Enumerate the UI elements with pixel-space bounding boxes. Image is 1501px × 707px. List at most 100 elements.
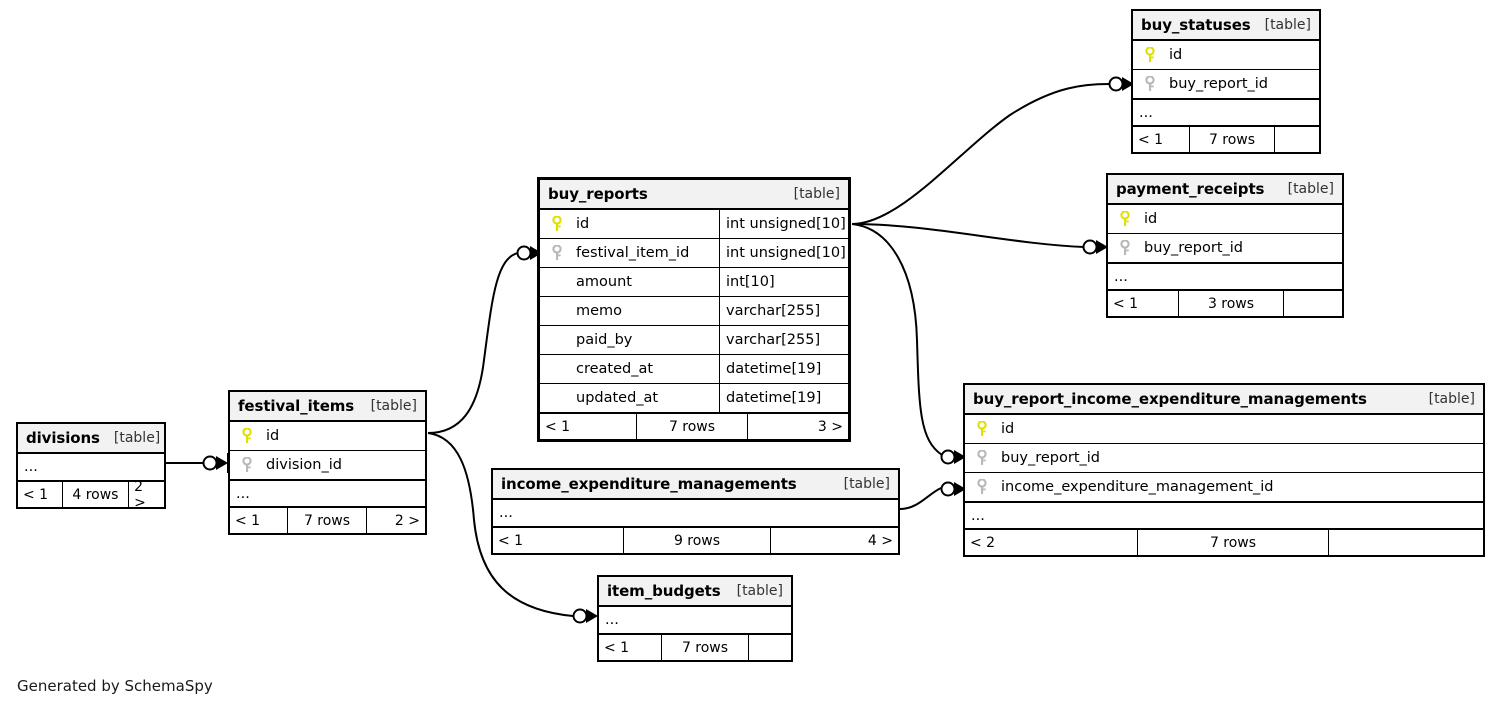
- table-title: payment_receipts: [1116, 180, 1265, 198]
- column-type: varchar[255]: [719, 297, 848, 325]
- edge-buy_reports-payment_receipts: [851, 223, 1085, 248]
- foreign-key-icon: [971, 479, 993, 495]
- foreign-key-icon: [971, 450, 993, 466]
- table-title: divisions: [26, 429, 100, 447]
- table-row[interactable]: paid_by varchar[255]: [540, 326, 848, 355]
- table-row[interactable]: created_at datetime[19]: [540, 355, 848, 384]
- footer-children[interactable]: 3 >: [817, 418, 843, 435]
- edge-buy_reports-buy_statuses: [851, 83, 1110, 225]
- table-row[interactable]: id: [1108, 205, 1342, 234]
- column-name: id: [1144, 211, 1158, 227]
- table-income_expenditure_managements[interactable]: income_expenditure_managements [table] .…: [491, 468, 900, 555]
- table-row[interactable]: id: [1133, 41, 1319, 70]
- footer-children[interactable]: 4 >: [867, 532, 893, 549]
- more-columns-ellipsis: ...: [230, 480, 425, 507]
- column-name: buy_report_id: [1169, 76, 1268, 92]
- footer-children[interactable]: 2 >: [134, 482, 146, 507]
- table-title: festival_items: [238, 397, 355, 415]
- table-divisions[interactable]: divisions [table] ... < 1 4 rows 2 >: [16, 422, 166, 509]
- footer-children[interactable]: [749, 635, 791, 660]
- table-row[interactable]: buy_report_id: [1133, 70, 1319, 99]
- table-tag: [table]: [1287, 181, 1334, 197]
- table-tag: [table]: [113, 430, 161, 446]
- footer-parents[interactable]: < 1: [604, 639, 630, 656]
- table-footer: < 1 9 rows 4 >: [493, 527, 898, 553]
- edge-iem-brieme: [899, 487, 942, 510]
- edge-festival_items-buy_reports: [427, 252, 519, 434]
- column-name: id: [1169, 47, 1183, 63]
- table-header: divisions [table]: [18, 424, 164, 454]
- more-columns-ellipsis: ...: [599, 607, 791, 634]
- footer-rows: 3 rows: [1178, 291, 1284, 316]
- footer-rows: 4 rows: [61, 482, 130, 507]
- table-tag: [table]: [736, 583, 783, 599]
- footer-parents[interactable]: < 1: [545, 418, 571, 435]
- footer-rows: 7 rows: [636, 414, 748, 439]
- footer-children[interactable]: [1275, 127, 1319, 152]
- footer-rows: 7 rows: [1189, 127, 1275, 152]
- footer-parents[interactable]: < 1: [498, 532, 524, 549]
- foreign-key-icon: [1139, 76, 1161, 92]
- foreign-key-icon: [236, 457, 258, 473]
- foreign-key-icon: [1114, 240, 1136, 256]
- table-row[interactable]: id: [230, 422, 425, 451]
- table-header: item_budgets [table]: [599, 577, 791, 607]
- column-type: varchar[255]: [719, 326, 848, 354]
- table-payment_receipts[interactable]: payment_receipts [table] id buy_report_i…: [1106, 173, 1344, 318]
- column-type: int[10]: [719, 268, 848, 296]
- footer-children[interactable]: [1284, 291, 1342, 316]
- table-row[interactable]: memo varchar[255]: [540, 297, 848, 326]
- column-name: id: [1001, 421, 1015, 437]
- footer-rows: 7 rows: [287, 508, 367, 533]
- column-name: festival_item_id: [576, 245, 690, 261]
- column-type: int unsigned[10]: [719, 210, 848, 238]
- footer-children[interactable]: 2 >: [394, 512, 420, 529]
- table-header: festival_items [table]: [230, 392, 425, 422]
- footer-parents[interactable]: < 2: [970, 534, 996, 551]
- footer-parents[interactable]: < 1: [23, 486, 49, 503]
- footer-rows: 7 rows: [1137, 530, 1329, 555]
- table-tag: [table]: [1428, 391, 1475, 407]
- table-footer: < 1 3 rows: [1108, 290, 1342, 316]
- table-buy_report_income_expenditure_managements[interactable]: buy_report_income_expenditure_management…: [963, 383, 1485, 557]
- table-festival_items[interactable]: festival_items [table] id division_id ..…: [228, 390, 427, 535]
- footer-parents[interactable]: < 1: [235, 512, 261, 529]
- more-columns-ellipsis: ...: [18, 454, 164, 481]
- table-row[interactable]: division_id: [230, 451, 425, 480]
- primary-key-icon: [971, 421, 993, 437]
- primary-key-icon: [236, 428, 258, 444]
- table-footer: < 1 4 rows 2 >: [18, 481, 164, 507]
- table-row[interactable]: income_expenditure_management_id: [965, 473, 1483, 502]
- table-row[interactable]: amount int[10]: [540, 268, 848, 297]
- table-row[interactable]: buy_report_id: [1108, 234, 1342, 263]
- column-name: amount: [576, 274, 632, 290]
- table-title: income_expenditure_managements: [501, 475, 797, 493]
- table-header: buy_report_income_expenditure_management…: [965, 385, 1483, 415]
- column-name: paid_by: [576, 332, 633, 348]
- table-row[interactable]: buy_report_id: [965, 444, 1483, 473]
- column-name: income_expenditure_management_id: [1001, 479, 1274, 495]
- table-row[interactable]: id: [965, 415, 1483, 444]
- table-header: buy_reports [table]: [540, 180, 848, 210]
- column-type: datetime[19]: [719, 355, 848, 383]
- edge-buy_reports-brieme: [851, 223, 943, 456]
- column-name: buy_report_id: [1001, 450, 1100, 466]
- table-row[interactable]: id int unsigned[10]: [540, 210, 848, 239]
- table-row[interactable]: updated_at datetime[19]: [540, 384, 848, 413]
- table-footer: < 1 7 rows: [1133, 126, 1319, 152]
- more-columns-ellipsis: ...: [1108, 263, 1342, 290]
- footer-parents[interactable]: < 1: [1113, 295, 1139, 312]
- more-columns-ellipsis: ...: [493, 500, 898, 527]
- table-footer: < 1 7 rows: [599, 634, 791, 660]
- table-tag: [table]: [370, 398, 417, 414]
- table-item_budgets[interactable]: item_budgets [table] ... < 1 7 rows: [597, 575, 793, 662]
- footer-children[interactable]: [1329, 530, 1483, 555]
- more-columns-ellipsis: ...: [1133, 99, 1319, 126]
- table-buy_statuses[interactable]: buy_statuses [table] id buy_report_id ..…: [1131, 9, 1321, 154]
- table-row[interactable]: festival_item_id int unsigned[10]: [540, 239, 848, 268]
- table-buy_reports[interactable]: buy_reports [table] id int unsigned[10] …: [537, 177, 851, 442]
- table-title: buy_statuses: [1141, 16, 1251, 34]
- footer-parents[interactable]: < 1: [1138, 131, 1164, 148]
- table-title: buy_report_income_expenditure_management…: [973, 390, 1367, 408]
